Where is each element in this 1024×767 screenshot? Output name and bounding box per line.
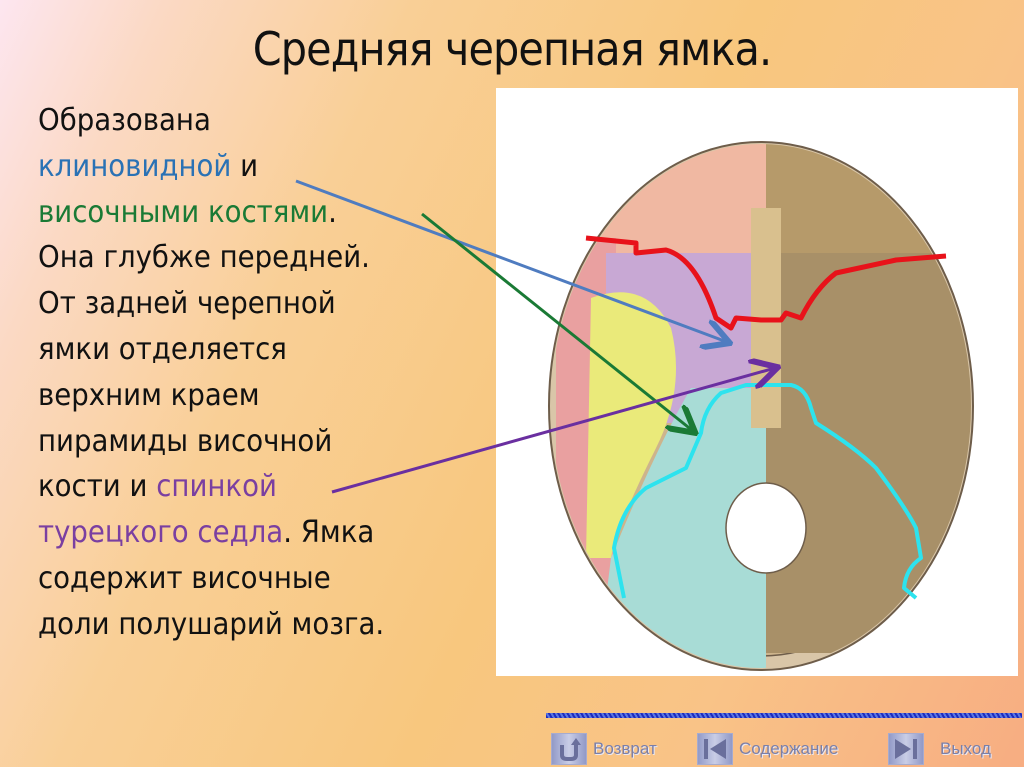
body-line: пирамиды височной	[38, 419, 452, 465]
text-segment: кости и	[38, 469, 157, 505]
highlighted-term: турецкого седла	[38, 515, 284, 551]
body-line: височными костями.	[38, 190, 452, 236]
body-line: Образована	[38, 98, 452, 144]
skull-base-figure	[496, 88, 1018, 676]
text-segment: верхним краем	[38, 377, 260, 413]
highlighted-term: височными костями	[38, 194, 329, 230]
highlighted-term: спинкой	[156, 469, 277, 505]
body-line: содержит височные	[38, 556, 452, 602]
slide-title: Средняя черепная ямка.	[252, 22, 772, 76]
skip-forward-icon	[888, 733, 924, 765]
body-line: доли полушарий мозга.	[38, 602, 452, 648]
text-segment: доли полушарий мозга.	[38, 606, 385, 642]
back-button[interactable]: Возврат	[551, 733, 657, 765]
back-label: Возврат	[593, 739, 657, 758]
u-turn-arrow-icon	[551, 733, 587, 765]
text-segment: пирамиды височной	[38, 423, 333, 459]
text-segment: содержит височные	[38, 560, 331, 596]
text-segment: .	[328, 194, 337, 230]
body-line: кости и спинкой	[38, 464, 452, 510]
highlighted-term: клиновидной	[38, 148, 232, 184]
text-segment: Образована	[38, 103, 211, 138]
exit-button[interactable]: Выход	[888, 733, 991, 765]
contents-button[interactable]: Содержание	[697, 733, 838, 765]
body-line: турецкого седла. Ямка	[38, 510, 452, 556]
skip-back-icon	[697, 733, 733, 765]
body-line: Она глубже передней.	[38, 235, 452, 281]
body-line: клиновидной и	[38, 144, 452, 190]
body-line: ямки отделяется	[38, 327, 452, 373]
text-segment: От задней черепной	[38, 286, 336, 322]
text-segment: и	[231, 148, 259, 184]
text-segment: ямки отделяется	[38, 331, 287, 367]
skull-illustration	[548, 141, 974, 671]
body-line: От задней черепной	[38, 281, 452, 327]
text-segment: . Ямка	[283, 515, 375, 551]
body-line: верхним краем	[38, 373, 452, 419]
exit-label: Выход	[940, 739, 991, 758]
text-segment: Она глубже передней.	[38, 240, 370, 276]
nav-divider	[546, 713, 1022, 718]
contents-label: Содержание	[739, 739, 839, 758]
